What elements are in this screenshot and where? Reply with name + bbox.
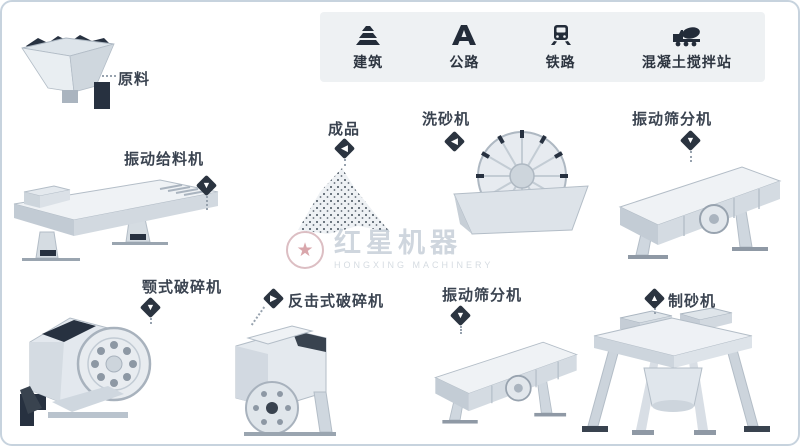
brand-watermark-text: 红星机器 HONGXING MACHINERY [334,228,494,271]
arrow-down-icon: ▼ [686,135,695,145]
highway-icon [452,24,477,45]
label-finished-product: 成品 [328,121,361,138]
label-raw-material: 原料 [118,71,151,88]
brand-logo-star-icon: ★ [286,231,324,269]
brand-name: 红星机器 [334,228,462,258]
legend-label-highway: 公路 [449,53,480,70]
impact-crusher-illustration [235,325,336,436]
legend-label-concrete-plant: 混凝土搅拌站 [641,53,732,70]
label-vibrating-feeder: 振动给料机 [124,151,205,168]
legend-item-building: 建筑 [353,23,383,72]
arrow-left-icon: ◀ [341,143,348,153]
marker-sand-washer: ◀ [443,130,466,153]
legend-panel: 建筑 公路 铁路 [320,12,765,82]
arrow-up-icon: ▲ [650,293,659,303]
dotted-connector-sand-maker [654,308,656,314]
marker-vibrating-screen-bottom: ▼ [449,304,472,327]
dotted-connector-vibrating-screen-bottom [460,326,462,334]
brand-watermark: ★ 红星机器 HONGXING MACHINERY [286,230,493,270]
raw-material-hopper-illustration [21,35,115,109]
marker-vibrating-screen-top: ▼ [679,129,702,152]
sand-maker-illustration [582,307,770,435]
railway-icon [550,24,571,45]
legend-item-highway: 公路 [449,23,479,72]
legend-label-railway: 铁路 [545,53,576,70]
jaw-crusher-illustration [20,317,152,426]
legend-item-concrete-plant: 混凝土搅拌站 [642,23,732,72]
dotted-connector-jaw-crusher [150,318,152,324]
arrow-right-icon: ▶ [270,293,277,303]
dotted-connector-vibrating-screen-top [690,151,692,162]
marker-vibrating-feeder: ▼ [195,174,218,197]
finished-product-pile-illustration [298,168,390,234]
marker-finished-product: ◀ [333,137,356,160]
dotted-connector-vibrating-feeder [206,196,208,210]
arrow-down-icon: ▼ [202,180,211,190]
label-sand-maker: 制砂机 [668,293,717,310]
brand-subtitle: HONGXING MACHINERY [334,260,494,270]
dotted-connector-finished-product [344,159,346,166]
star-icon: ★ [296,239,314,261]
marker-sand-maker: ▲ [643,287,666,310]
arrow-left-icon: ◀ [451,136,458,146]
label-vibrating-screen-bottom: 振动筛分机 [442,287,523,304]
mixer-truck-icon [672,26,700,46]
dotted-connector-raw-material [102,75,116,77]
label-sand-washer: 洗砂机 [422,111,471,128]
vibrating-screen-top-illustration [618,166,782,259]
legend-label-building: 建筑 [353,53,384,70]
label-jaw-crusher: 颚式破碎机 [142,279,223,296]
label-impact-crusher: 反击式破碎机 [288,293,385,310]
vibrating-feeder-illustration [13,179,219,261]
arrow-down-icon: ▼ [456,310,465,320]
marker-impact-crusher: ▶ [262,287,285,310]
building-icon [356,25,381,45]
sand-washer-illustration [453,130,589,235]
vibrating-screen-bottom-illustration [434,341,578,424]
marker-jaw-crusher: ▼ [139,296,162,319]
label-vibrating-screen-top: 振动筛分机 [632,111,713,128]
legend-item-railway: 铁路 [546,23,576,72]
arrow-down-icon: ▼ [146,302,155,312]
